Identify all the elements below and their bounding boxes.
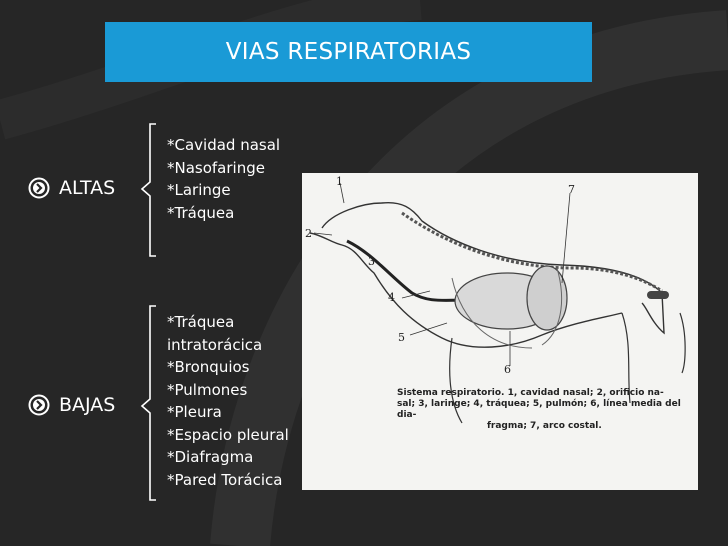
list-item: *Pleura: [167, 403, 222, 421]
dog-anatomy-drawing: [309, 182, 686, 424]
figure-label-6: 6: [504, 363, 511, 376]
section-label-altas: ALTAS: [59, 177, 116, 199]
figure-label-2: 2: [305, 227, 312, 240]
list-item: *Pulmones: [167, 380, 248, 399]
caption-line: fragma; 7, arco costal.: [487, 421, 602, 431]
figure-label-1: 1: [336, 175, 343, 188]
slide-title: VIAS RESPIRATORIAS: [225, 39, 472, 65]
list-item: *Pared Torácica: [167, 470, 283, 489]
list-item: *Espacio pleural: [167, 425, 289, 444]
figure-caption: Sistema respiratorio. 1, cavidad nasal; …: [397, 388, 697, 432]
list-item: *Cavidad nasal: [167, 136, 281, 154]
bullet-altas: ALTAS: [27, 176, 115, 200]
circled-chevron-right-icon: [28, 394, 50, 416]
caption-line: sal; 3, laringe; 4, tráquea; 5, pulmón; …: [397, 399, 681, 420]
figure-label-7: 7: [568, 183, 575, 196]
section-label-bajas: BAJAS: [59, 394, 116, 416]
list-bajas: *Tráquea intratorácica *Bronquios *Pulmo…: [167, 311, 289, 491]
caption-line: Sistema respiratorio. 1, cavidad nasal; …: [397, 388, 664, 398]
circled-chevron-right-icon: [28, 177, 50, 199]
list-item: *Tráquea: [167, 203, 235, 222]
title-bar: VIAS RESPIRATORIAS: [105, 22, 592, 82]
list-item: *Diafragma: [167, 448, 254, 466]
figure-label-3: 3: [368, 255, 375, 268]
list-item: intratorácica: [167, 335, 263, 354]
respiratory-system-figure: 1 2 3 4 5 6 7: [302, 173, 698, 490]
list-item: *Bronquios: [167, 358, 250, 376]
bracket-bajas: [140, 305, 156, 501]
list-item: *Nasofaringe: [167, 158, 265, 177]
figure-label-5: 5: [398, 331, 405, 344]
bullet-bajas: BAJAS: [27, 393, 115, 417]
list-item: *Laringe: [167, 181, 231, 199]
list-altas: *Cavidad nasal *Nasofaringe *Laringe *Tr…: [167, 134, 280, 224]
bracket-altas: [140, 123, 156, 257]
figure-label-4: 4: [388, 291, 395, 304]
list-item: *Tráquea: [167, 313, 235, 331]
